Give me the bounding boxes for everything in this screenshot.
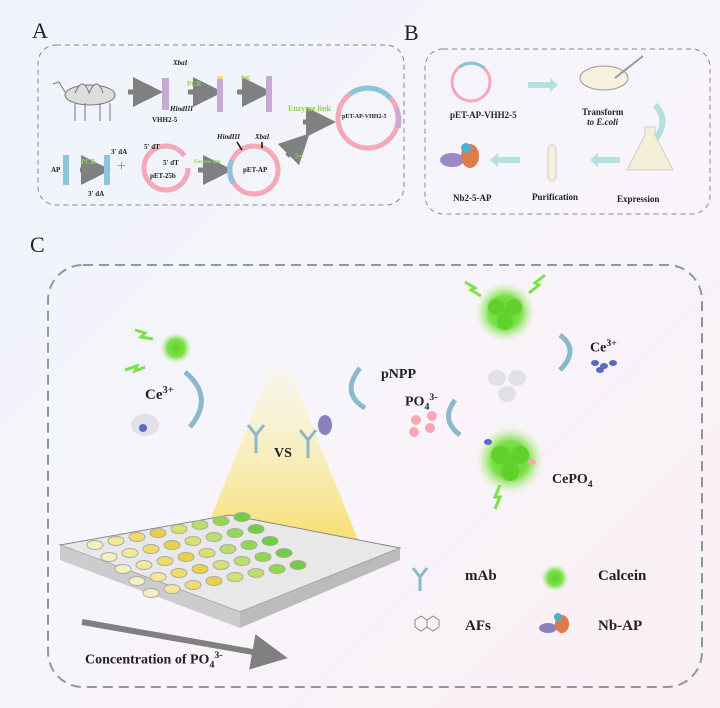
panel-a-border	[37, 44, 405, 206]
pet-ap-label: pET-AP	[243, 166, 268, 174]
plate-well	[226, 572, 244, 582]
plate-well	[121, 548, 139, 558]
panel-b-label: B	[404, 20, 419, 45]
plate-well	[135, 560, 153, 570]
legend-nbap: Nb-AP	[598, 618, 643, 634]
ce-right-label: Ce3+	[590, 338, 617, 356]
plate-well	[205, 532, 223, 542]
plate-well	[149, 528, 167, 538]
panel-c-border	[47, 264, 703, 688]
svg-text:✂: ✂	[295, 151, 304, 163]
plate-well	[149, 572, 167, 582]
concentration-arrow	[81, 619, 288, 670]
enzyme-link-small-label: Enzyme link	[194, 160, 221, 165]
da-top-label: 3′ dA	[111, 148, 128, 156]
da-bottom-label: 3′ dA	[88, 190, 105, 198]
plate-well	[142, 544, 160, 554]
plate-well	[163, 584, 181, 594]
pnpp-label: pNPP	[381, 367, 416, 382]
cepo4-label: CePO4	[552, 472, 593, 490]
plate-well	[170, 524, 188, 534]
plate-well	[86, 540, 104, 550]
pcr-bottom-label: PCR	[81, 158, 96, 166]
plasmid-label: pET-AP-VHH2-5	[450, 110, 517, 120]
plate-well	[100, 552, 118, 562]
plate-well	[128, 576, 146, 586]
plate-well	[177, 552, 195, 562]
microplate	[58, 514, 402, 628]
plate-well	[226, 528, 244, 538]
vs-label: VS	[274, 446, 292, 461]
plate-well	[233, 512, 251, 522]
hindiii-label: HindIII	[170, 105, 193, 113]
plate-well	[233, 556, 251, 566]
plate-well	[184, 536, 202, 546]
panel-b-border	[424, 48, 711, 215]
product-label: Nb2-5-AP	[453, 193, 492, 203]
plasmid-final-label: pET-AP-VHH2-5	[342, 114, 387, 120]
dt-inner-label: 5′ dT	[163, 159, 179, 167]
xbai-bottom-label: XbaI	[255, 133, 270, 141]
plate-well	[142, 588, 160, 598]
protein-icon	[440, 143, 479, 168]
afs-legend-icon	[414, 615, 440, 632]
plate-well	[254, 552, 272, 562]
vhh-gene-bar	[162, 78, 169, 110]
nbap-icon	[318, 415, 332, 435]
plate-well	[275, 548, 293, 558]
panel-c-label: C	[30, 232, 45, 257]
ce-left-label: Ce3+	[145, 385, 174, 403]
plate-well	[219, 544, 237, 554]
camel-icon	[52, 81, 116, 121]
plate-well	[205, 576, 223, 586]
plus-sign: +	[117, 158, 127, 175]
hindiii-bottom-label: HindIII	[217, 133, 240, 141]
nbap-legend-icon	[539, 613, 569, 633]
plate-well	[240, 540, 258, 550]
panel-a-label: A	[32, 18, 48, 43]
legend-afs: AFs	[465, 618, 491, 634]
plate-well	[261, 536, 279, 546]
plate-well	[114, 564, 132, 574]
plate-well	[184, 580, 202, 590]
plate-well	[289, 560, 307, 570]
vhh-label: VHH2-5	[152, 116, 178, 124]
plate-well	[247, 568, 265, 578]
plate-well	[156, 556, 174, 566]
po4-label: PO43-	[405, 392, 438, 413]
scissors-icon: ✂	[241, 71, 251, 85]
flask-icon	[626, 126, 674, 171]
legend-calcein: Calcein	[598, 568, 647, 584]
calcein-cluster-top	[475, 282, 535, 342]
plate-well	[191, 520, 209, 530]
concentration-label: Concentration of PO43-	[85, 650, 223, 671]
calcein-legend-icon	[541, 564, 569, 592]
tube-icon	[547, 144, 557, 182]
plate-well	[212, 560, 230, 570]
enzyme-link-label: Enzyme link	[288, 104, 331, 113]
pet25b-label: pET-25b	[150, 172, 176, 180]
plate-well	[268, 564, 286, 574]
xbai-label: XbaI	[173, 59, 188, 67]
mab-legend-icon	[411, 567, 429, 591]
plate-well	[198, 548, 216, 558]
legend-mab: mAb	[465, 568, 497, 584]
plate-well	[191, 564, 209, 574]
ap-label: AP	[51, 166, 61, 174]
plate-well	[128, 532, 146, 542]
plate-well	[212, 516, 230, 526]
calcein-cluster-bottom	[476, 426, 544, 494]
plate-well	[107, 536, 125, 546]
plate-well	[247, 524, 265, 534]
pcr-label: PCR	[187, 80, 202, 88]
plate-well	[163, 540, 181, 550]
dt-outer-label: 5′ dT	[144, 143, 160, 151]
plate-well	[170, 568, 188, 578]
purification-label: Purification	[532, 192, 578, 202]
expression-label: Expression	[617, 194, 660, 204]
